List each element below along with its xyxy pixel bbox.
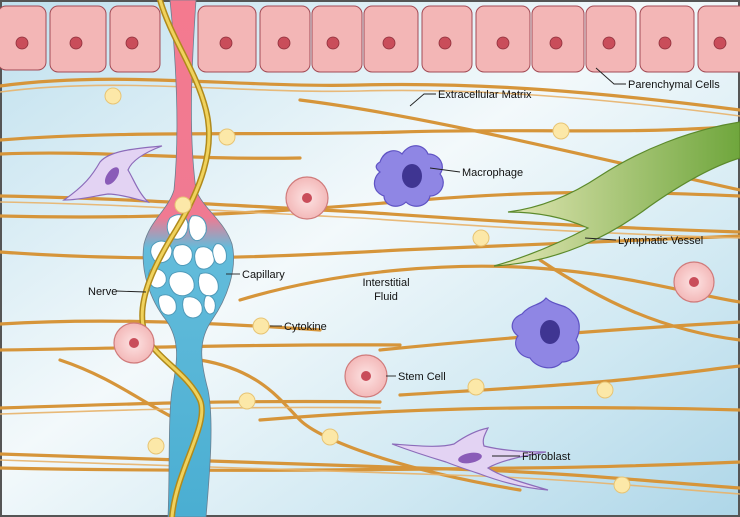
fibroblast-upper-nucleus [104,167,120,185]
parenchymal-cell-nucleus [15,36,29,50]
lymphatic-vessel [493,121,740,267]
label-interstitial-fluid-line2: Fluid [374,291,398,303]
label-nerve: Nerve [88,286,117,298]
parenchymal-cell-nucleus [326,36,340,50]
parenchymal-cell-nucleus [713,36,727,50]
parenchymal-cell-nucleus [438,36,452,50]
diagram-labels: Parenchymal Cells Extracellular Matrix M… [88,79,720,463]
parenchymal-cell-nucleus [658,36,672,50]
label-cytokine: Cytokine [284,321,327,333]
parenchymal-cell-nucleus [125,36,139,50]
parenchymal-cell-nucleus [382,36,396,50]
label-interstitial-fluid-line1: Interstitial [362,277,409,289]
label-macrophage: Macrophage [462,167,523,179]
parenchymal-cell-row [0,5,740,73]
macrophage-lower [511,297,580,369]
parenchymal-cell-nucleus [602,36,616,50]
label-stem-cell: Stem Cell [398,371,446,383]
parenchymal-cell-nucleus [69,36,83,50]
label-parenchymal-cells: Parenchymal Cells [628,79,720,91]
label-fibroblast: Fibroblast [522,451,570,463]
parenchymal-cell-nucleus [496,36,510,50]
fibroblast-lower-nucleus [458,452,482,464]
label-leader-lines [115,67,626,457]
macrophage-upper [373,145,444,207]
stem-cell-cells [113,176,715,398]
parenchymal-cell-nucleus [219,36,233,50]
label-lymphatic-vessel: Lymphatic Vessel [618,235,703,247]
cytokine-particles [104,87,631,494]
parenchymal-cell-nucleus [277,36,291,50]
parenchymal-cell-nucleus [549,36,563,50]
label-extracellular-matrix: Extracellular Matrix [438,89,532,101]
nerve-highlight [140,0,211,517]
label-capillary: Capillary [242,269,285,281]
